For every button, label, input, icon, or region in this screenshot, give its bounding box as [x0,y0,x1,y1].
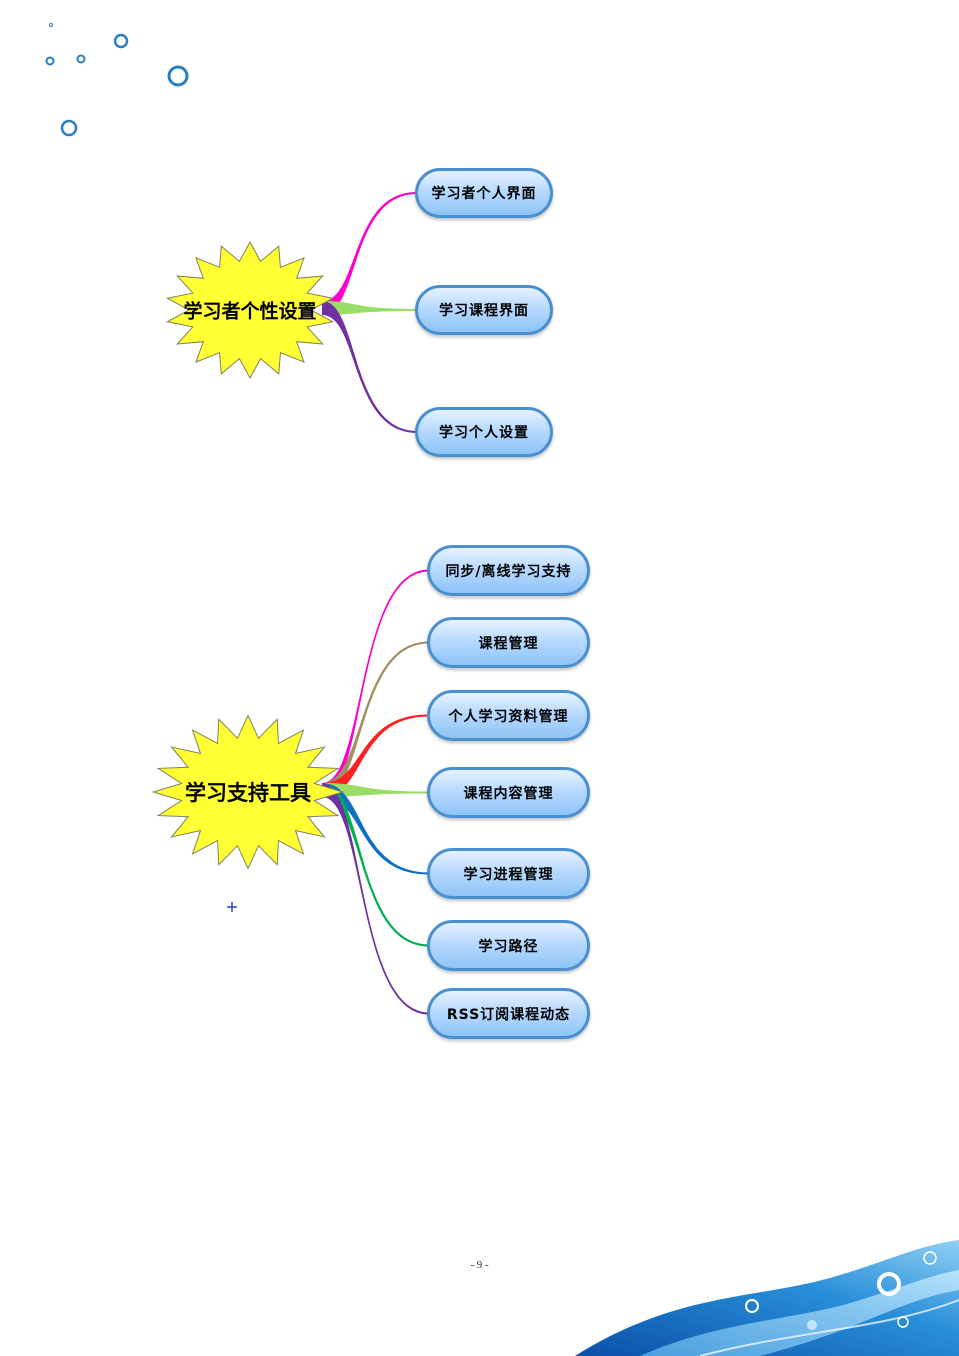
central-topic-label: 学习者个性设置 [183,300,317,323]
branch-connector [322,714,429,797]
topic-node: 个人学习资料管理 [427,690,590,741]
topic-node: RSS订阅课程动态 [427,988,590,1039]
topic-node: 同步/离线学习支持 [427,545,590,596]
page-number: - 9 - [470,1259,489,1271]
branch-connector [322,301,417,315]
topic-node: 学习个人设置 [415,407,553,457]
topic-node: 课程管理 [427,617,590,668]
central-starburst [151,714,345,870]
branch-connector [322,783,429,875]
branch-connector [322,641,429,797]
wave-decoration [575,1240,959,1356]
topic-node: 学习进程管理 [427,848,590,899]
branch-connector [322,569,429,797]
topic-node: 学习路径 [427,920,590,971]
central-topic-label: 学习支持工具 [185,780,311,805]
branch-connector [322,783,429,797]
topic-node: 学习者个人界面 [415,168,553,218]
central-starburst [165,240,335,380]
branch-connector [322,192,417,315]
topic-node: 学习课程界面 [415,285,553,335]
bubbles-decoration [45,23,189,137]
topic-node: 课程内容管理 [427,767,590,818]
cursor-cross-icon [227,902,237,912]
branch-connector [322,783,429,947]
branch-connector [322,301,417,433]
